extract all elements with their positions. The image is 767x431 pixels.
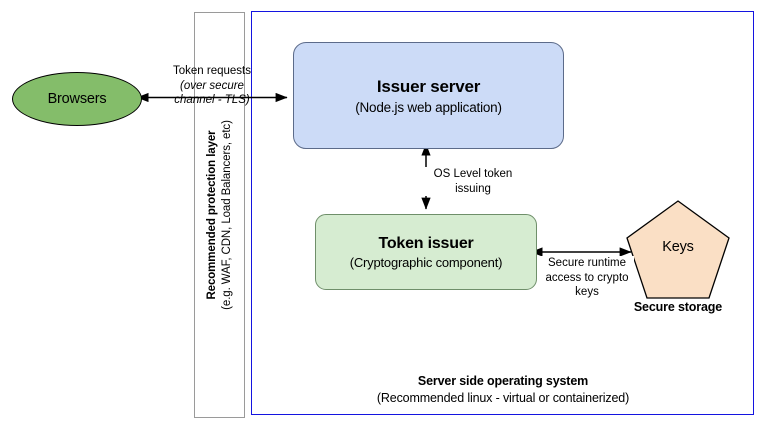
edge-label-secure-runtime-line1: Secure runtime [548,257,626,269]
protection-layer-subtitle: (e.g. WAF, CDN, Load Balancers, etc) [220,120,233,310]
node-token-issuer-subtitle: (Cryptographic component) [349,254,503,270]
edge-label-token-requests-line1: Token requests [173,65,251,77]
server-side-os-caption: Server side operating system (Recommende… [303,373,703,406]
edge-label-token-requests-line2: (over secure [180,79,244,92]
edge-label-os-level-line1: OS Level token [433,168,513,180]
edge-label-token-requests: Token requests (over secure channel - TL… [157,64,267,108]
protection-layer-title: Recommended protection layer [205,130,218,300]
edge-label-secure-runtime-line3: keys [575,286,599,299]
edge-label-secure-runtime-line2: access to crypto [545,271,629,284]
node-keys-label: Keys [662,239,694,255]
server-side-os-caption-subtitle: (Recommended linux - virtual or containe… [376,390,630,405]
protection-layer-label: Recommended protection layer (e.g. WAF, … [204,120,234,310]
server-side-os-caption-title: Server side operating system [417,374,589,388]
node-token-issuer-title: Token issuer [378,234,474,252]
node-token-issuer[interactable]: Token issuer (Cryptographic component) [315,214,537,290]
node-browsers-label: Browsers [47,91,107,107]
node-issuer-server[interactable]: Issuer server (Node.js web application) [293,42,564,149]
edge-label-os-level-token-issuing: OS Level token issuing [421,167,525,197]
edge-label-token-requests-line3: channel - TLS) [174,94,250,107]
edge-label-secure-runtime-access: Secure runtime access to crypto keys [540,256,634,301]
node-issuer-server-subtitle: (Node.js web application) [355,99,502,115]
node-issuer-server-title: Issuer server [376,76,481,96]
protection-layer-container: Recommended protection layer (e.g. WAF, … [194,12,245,418]
node-browsers[interactable]: Browsers [12,72,142,126]
server-side-os-container [251,11,754,415]
secure-storage-label: Secure storage [633,300,723,314]
edge-label-os-level-line2: issuing [455,182,491,195]
node-keys[interactable]: Keys [627,201,729,298]
